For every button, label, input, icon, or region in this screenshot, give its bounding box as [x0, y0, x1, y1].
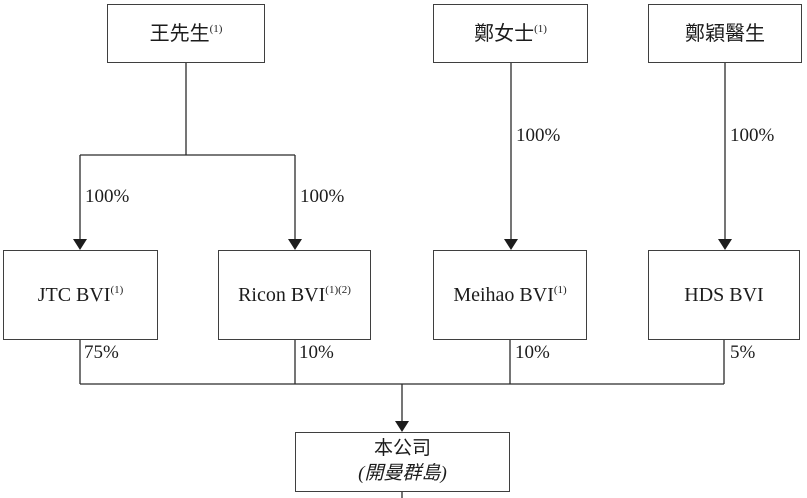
- node-company: 本公司 (開曼群島): [295, 432, 510, 492]
- ownership-label-wang-to-ricon: 100%: [300, 186, 345, 207]
- ownership-label-meihao-to-company: 10%: [515, 342, 550, 363]
- footnote-marker: (1): [553, 284, 567, 296]
- arrowhead-meihao: [504, 239, 518, 250]
- arrowhead-company: [395, 421, 409, 432]
- arrowhead-jtc: [73, 239, 87, 250]
- node-mr-wang-label: 王先生(1): [149, 22, 223, 45]
- node-company-label: 本公司: [373, 438, 431, 460]
- footnote-marker: (1): [110, 284, 124, 296]
- footnote-marker: (1): [534, 22, 547, 35]
- node-ricon-bvi: Ricon BVI(1)(2): [218, 250, 371, 340]
- node-dr-zheng-ying-label: 鄭穎醫生: [685, 22, 765, 45]
- node-company-jurisdiction: (開曼群島): [358, 463, 447, 484]
- node-ms-zheng-label: 鄭女士(1): [474, 22, 547, 45]
- node-meihao-bvi-label: Meihao BVI(1): [453, 284, 567, 306]
- ownership-label-ricon-to-company: 10%: [299, 342, 334, 363]
- node-hds-bvi-label: HDS BVI: [684, 284, 764, 306]
- ownership-label-wang-to-jtc: 100%: [85, 186, 130, 207]
- node-mr-wang: 王先生(1): [107, 4, 265, 63]
- node-hds-bvi: HDS BVI: [648, 250, 800, 340]
- ownership-label-jtc-to-company: 75%: [84, 342, 119, 363]
- ownership-label-zheng-ying-to-hds: 100%: [730, 125, 775, 146]
- ownership-label-zheng-to-meihao: 100%: [516, 125, 561, 146]
- ownership-label-hds-to-company: 5%: [730, 342, 756, 363]
- node-meihao-bvi: Meihao BVI(1): [433, 250, 587, 340]
- arrowhead-hds: [718, 239, 732, 250]
- node-dr-zheng-ying: 鄭穎醫生: [648, 4, 802, 63]
- node-jtc-bvi-label: JTC BVI(1): [37, 284, 124, 306]
- node-ricon-bvi-label: Ricon BVI(1)(2): [238, 284, 351, 306]
- footnote-marker: (1)(2): [325, 284, 351, 296]
- node-jtc-bvi: JTC BVI(1): [3, 250, 158, 340]
- footnote-marker: (1): [209, 22, 223, 35]
- arrowhead-ricon: [288, 239, 302, 250]
- node-ms-zheng: 鄭女士(1): [433, 4, 588, 63]
